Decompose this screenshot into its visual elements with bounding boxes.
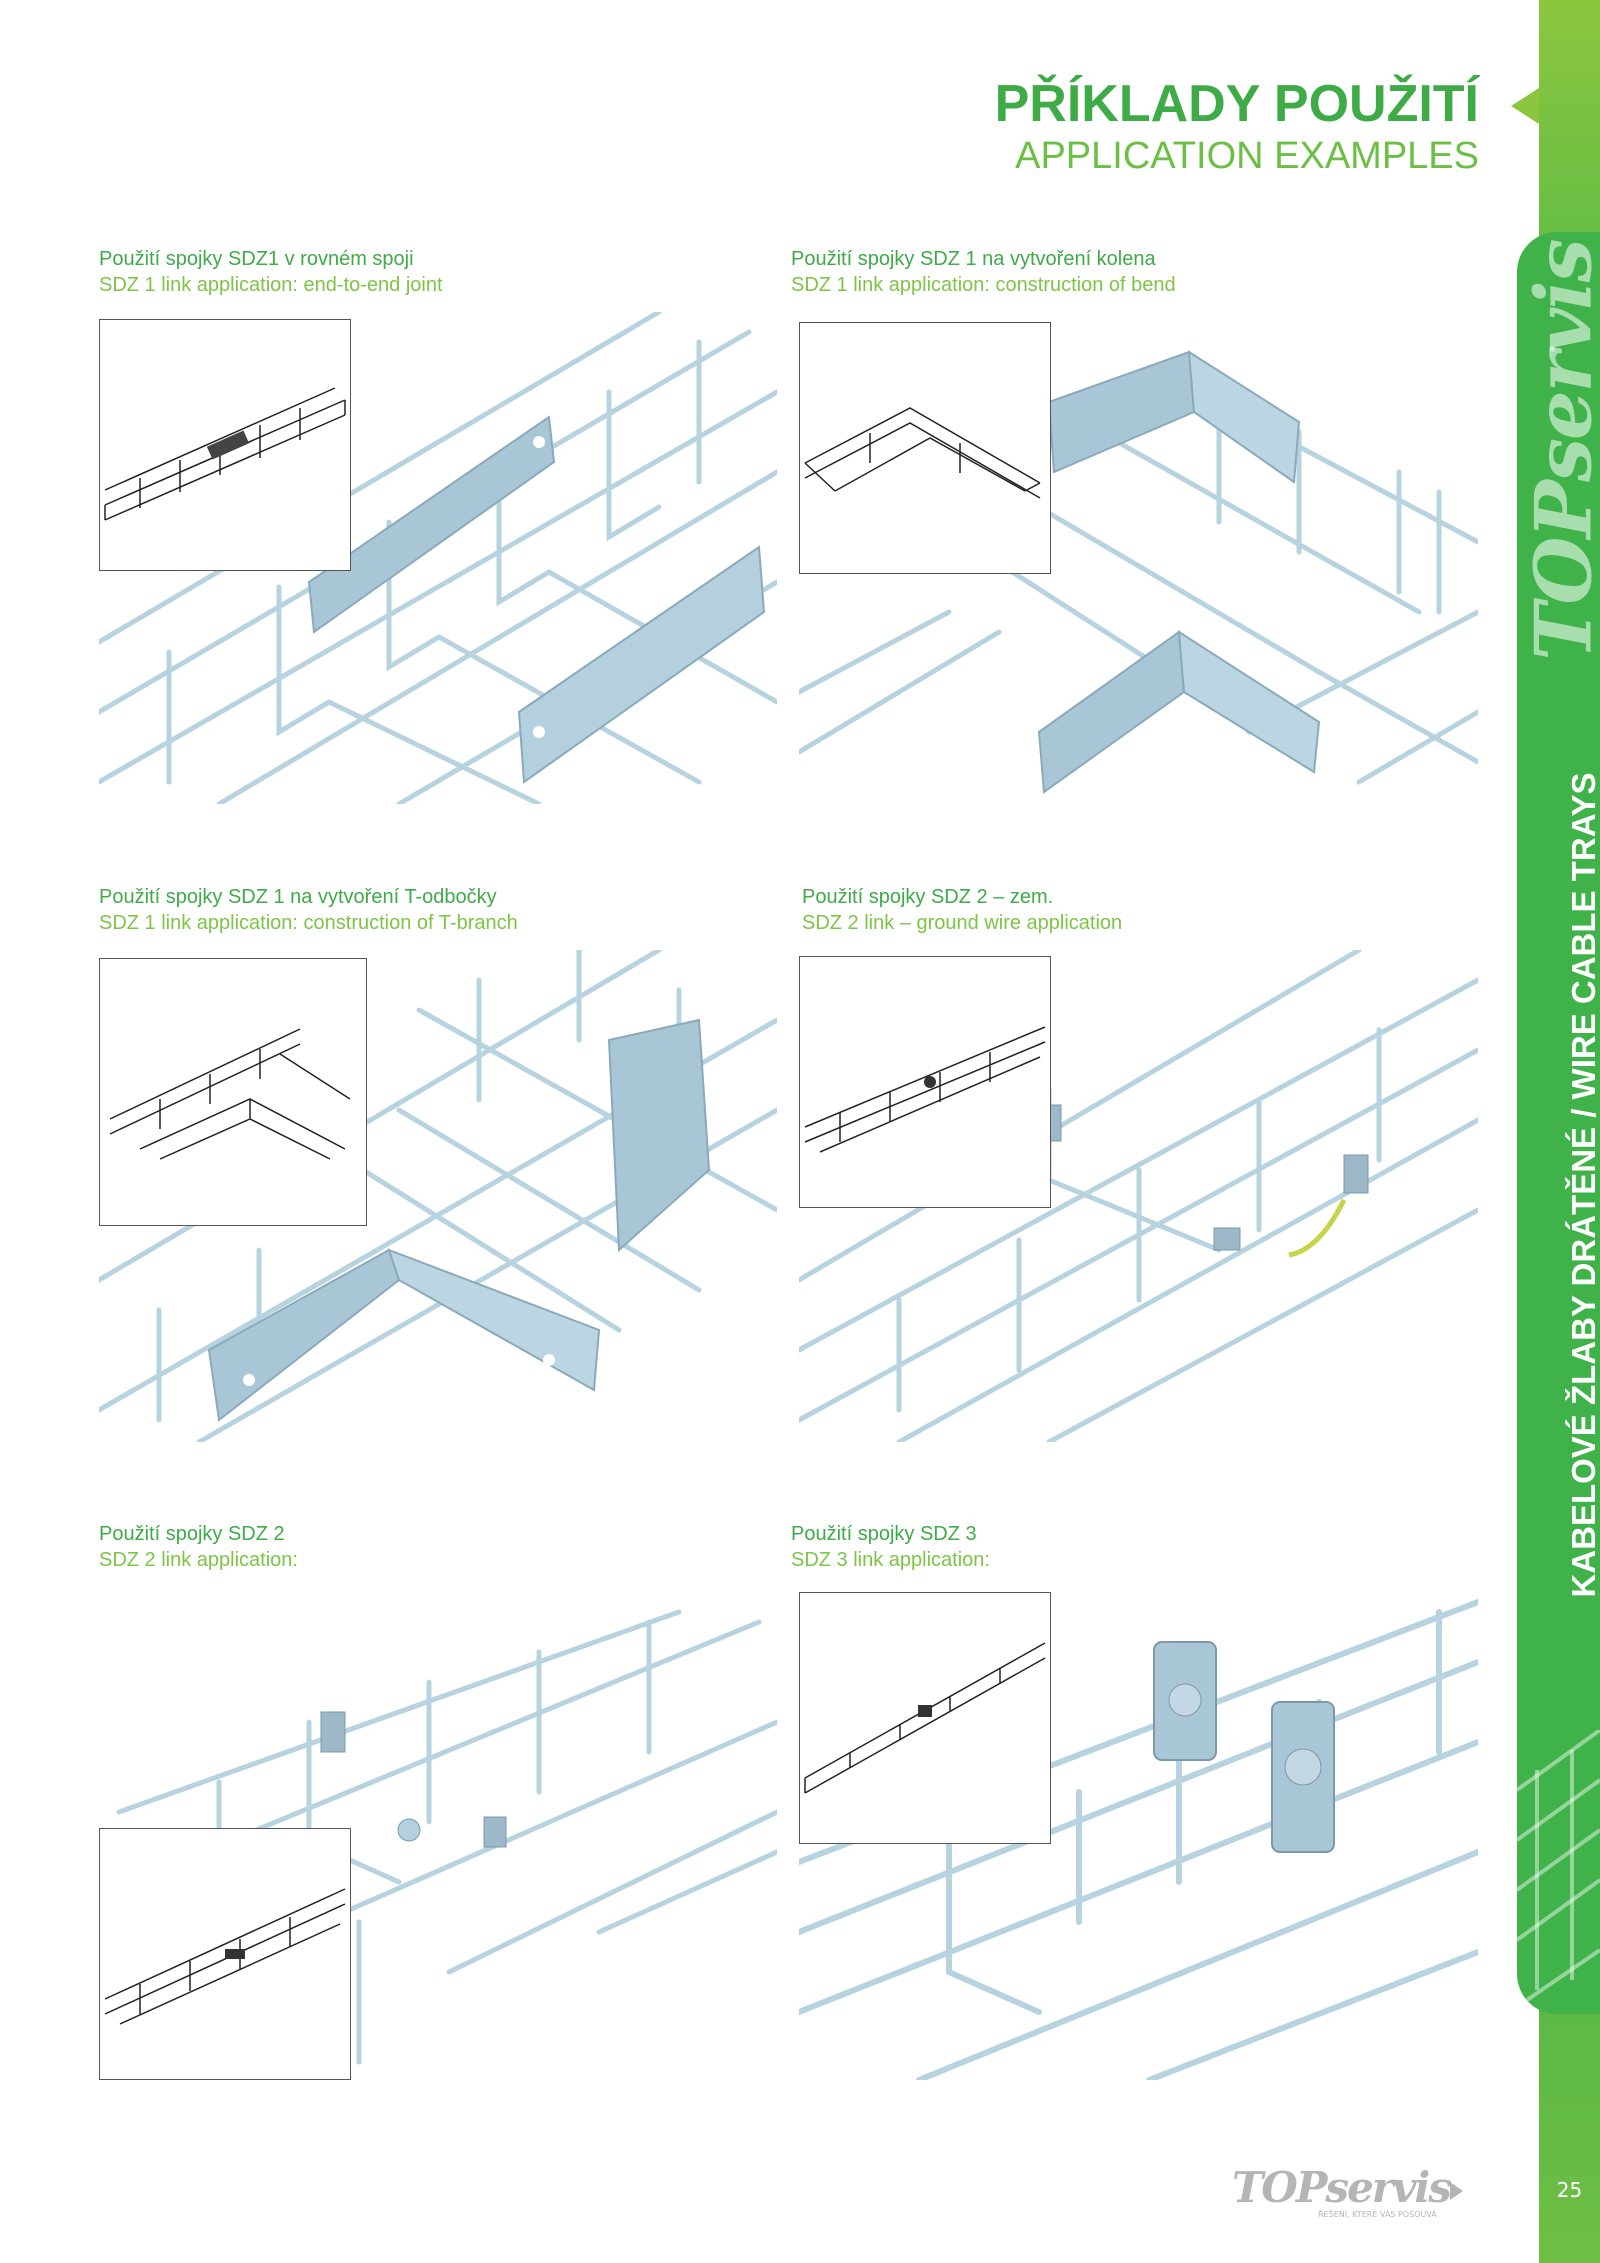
caption-en: SDZ 3 link application: — [791, 1549, 990, 1571]
example-photo-5 — [99, 1592, 777, 2080]
sidebar-brand-logo: TOPservis — [1494, 240, 1600, 660]
sidebar-tray-decoration — [1517, 1730, 1600, 2002]
sidebar-tab — [1517, 232, 1600, 2014]
example-inset-3 — [99, 958, 367, 1226]
example-photo-4 — [799, 950, 1478, 1442]
tray-line-drawing — [804, 1026, 1046, 1153]
wire-tray-illustration — [99, 950, 777, 1442]
example-inset-6 — [799, 1592, 1051, 1844]
example-inset-2 — [799, 322, 1051, 574]
caption-en: SDZ 1 link application: construction of … — [791, 274, 1176, 296]
caption-cz: Použití spojky SDZ 1 na vytvoření T-odbo… — [99, 886, 497, 908]
example-caption-3: Použití spojky SDZ 1 na vytvoření T-odbo… — [99, 884, 518, 936]
example-photo-2 — [799, 312, 1478, 804]
sidebar — [1511, 0, 1600, 2263]
wire-tray-illustration — [116, 1609, 777, 2065]
wire-tray-illustration — [799, 350, 1478, 794]
wire-tray-illustration — [99, 312, 777, 804]
example-caption-2: Použití spojky SDZ 1 na vytvoření kolena… — [791, 246, 1176, 298]
footer-tagline: ŘEŠENÍ, KTERÉ VÁS POSOUVÁ — [1318, 2210, 1437, 2219]
example-inset-1 — [99, 319, 351, 571]
example-caption-5: Použití spojky SDZ 2 SDZ 2 link applicat… — [99, 1521, 298, 1573]
section-title-text: KABELOVÉ ŽLABY DRÁTĚNÉ / WIRE CABLE TRAY… — [1565, 772, 1600, 1598]
caption-cz: Použití spojky SDZ 1 na vytvoření kolena — [791, 248, 1156, 270]
example-photo-1 — [99, 312, 777, 804]
caption-en: SDZ 1 link application: construction of … — [99, 912, 518, 934]
example-inset-5 — [99, 1828, 351, 2080]
sidebar-brand-text: TOPservis — [1518, 239, 1600, 661]
footer-logo: TOPservis ŘEŠENÍ, KTERÉ VÁS POSOUVÁ — [1232, 2166, 1472, 2226]
caption-cz: Použití spojky SDZ 2 — [99, 1523, 285, 1545]
example-caption-4: Použití spojky SDZ 2 – zem. SDZ 2 link –… — [802, 884, 1122, 936]
section-title: KABELOVÉ ŽLABY DRÁTĚNÉ / WIRE CABLE TRAY… — [1554, 772, 1600, 1597]
example-photo-6 — [799, 1592, 1478, 2080]
example-caption-6: Použití spojky SDZ 3 SDZ 3 link applicat… — [791, 1521, 990, 1573]
page-number: 25 — [1556, 2178, 1583, 2202]
footer-logo-text: TOPservis — [1232, 2163, 1452, 2212]
caption-en: SDZ 1 link application: end-to-end joint — [99, 274, 443, 296]
example-caption-1: Použití spojky SDZ1 v rovném spoji SDZ 1… — [99, 246, 443, 298]
page-subtitle: APPLICATION EXAMPLES — [1015, 135, 1479, 177]
caption-cz: Použití spojky SDZ 2 – zem. — [802, 886, 1054, 908]
caption-cz: Použití spojky SDZ 3 — [791, 1523, 977, 1545]
tray-line-drawing — [104, 1888, 346, 2025]
page-header: PŘÍKLADY POUŽITÍ APPLICATION EXAMPLES — [995, 74, 1479, 178]
tray-line-drawing — [804, 407, 1041, 499]
play-arrow-icon — [1450, 2182, 1463, 2200]
tray-line-drawing — [104, 387, 346, 521]
caption-en: SDZ 2 link application: — [99, 1549, 298, 1571]
tray-line-drawing — [804, 1642, 1046, 1794]
example-photo-3 — [99, 950, 777, 1442]
example-inset-4 — [799, 956, 1051, 1208]
tray-line-drawing — [109, 1028, 351, 1160]
caption-cz: Použití spojky SDZ1 v rovném spoji — [99, 248, 414, 270]
caption-en: SDZ 2 link – ground wire application — [802, 912, 1123, 934]
page-title: PŘÍKLADY POUŽITÍ — [994, 75, 1479, 133]
sidebar-notch — [1511, 88, 1539, 124]
